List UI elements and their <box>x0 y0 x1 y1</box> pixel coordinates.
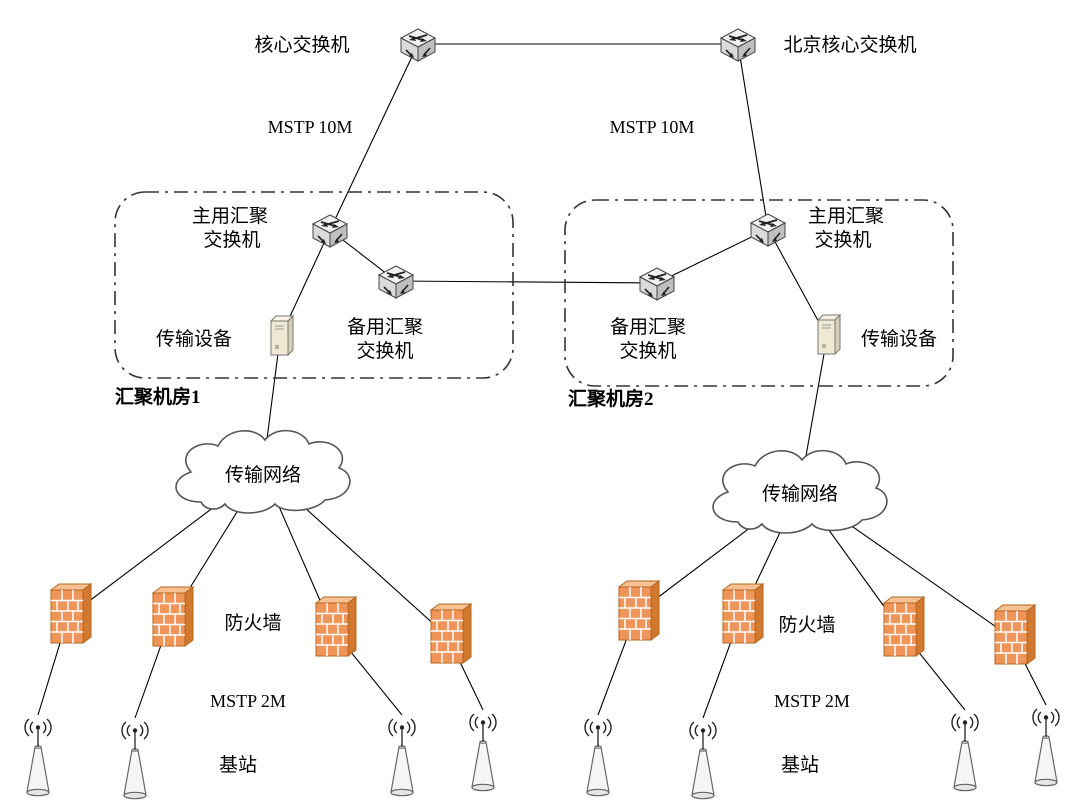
mstp2m-right-label: MSTP 2M <box>774 691 850 711</box>
core-switch-right-icon <box>720 28 756 62</box>
transmission-device2-icon <box>817 314 841 355</box>
backup-agg2-label-line1: 备用汇聚 <box>610 316 686 338</box>
primary-agg2-label-line1: 主用汇聚 <box>808 205 884 227</box>
base-station5-icon <box>584 718 612 797</box>
mstp10m-right-label: MSTP 10M <box>610 117 695 137</box>
room1-boundary <box>114 191 514 379</box>
firewall1-icon <box>50 583 92 644</box>
core-switch-left-label: 核心交换机 <box>254 34 349 56</box>
primary-agg-switch2-icon <box>750 213 786 247</box>
link-coreL-primary1 <box>329 43 419 231</box>
backup-agg1-label-line1: 备用汇聚 <box>347 316 423 338</box>
base-station3-icon <box>388 718 416 797</box>
backup-agg-switch2-icon <box>639 267 675 301</box>
base-station7-icon <box>951 713 979 792</box>
base-station1-icon <box>24 718 52 797</box>
backup-agg-switch1-icon <box>378 265 414 299</box>
primary-agg1-label-line2: 交换机 <box>203 229 260 251</box>
firewall8-icon <box>994 604 1036 665</box>
mstp10m-left-label: MSTP 10M <box>268 117 353 137</box>
room2-label: 汇聚机房2 <box>568 387 654 410</box>
room1-label: 汇聚机房1 <box>115 385 201 408</box>
transmission-network1-label: 传输网络 <box>225 464 301 486</box>
firewall3-icon <box>315 596 357 657</box>
primary-agg2-label-line2: 交换机 <box>814 229 871 251</box>
firewall5-icon <box>618 580 660 641</box>
firewall2-icon <box>152 586 194 647</box>
base-station8-icon <box>1032 708 1060 787</box>
link-coreR-primary2 <box>737 43 769 230</box>
primary-agg1-label-line1: 主用汇聚 <box>192 205 268 227</box>
primary-agg-switch1-icon <box>312 214 348 248</box>
transmission-device1-label: 传输设备 <box>156 328 232 350</box>
backup-agg1-label-line2: 交换机 <box>356 340 413 362</box>
base-station4-icon <box>469 713 497 792</box>
core-switch-left-icon <box>400 28 436 62</box>
base-station-left-label: 基站 <box>219 754 257 776</box>
transmission-network2-label: 传输网络 <box>762 483 838 505</box>
core-switch-right-label: 北京核心交换机 <box>783 34 916 56</box>
link-backup1-backup2 <box>395 280 658 284</box>
firewall-left-label: 防火墙 <box>224 612 281 634</box>
firewall4-icon <box>430 603 472 664</box>
base-station2-icon <box>121 721 149 800</box>
transmission-device1-icon <box>270 315 294 356</box>
link-primary2-device2 <box>767 228 828 338</box>
backup-agg2-label-line2: 交换机 <box>619 340 676 362</box>
firewall6-icon <box>722 583 764 644</box>
room2-boundary <box>564 199 954 387</box>
transmission-device2-label: 传输设备 <box>861 328 937 350</box>
base-station-right-label: 基站 <box>781 754 819 776</box>
mstp2m-left-label: MSTP 2M <box>210 691 286 711</box>
firewall7-icon <box>883 596 925 657</box>
link-backup2-primary2 <box>656 228 769 284</box>
firewall-right-label: 防火墙 <box>778 614 835 636</box>
base-station6-icon <box>689 721 717 800</box>
